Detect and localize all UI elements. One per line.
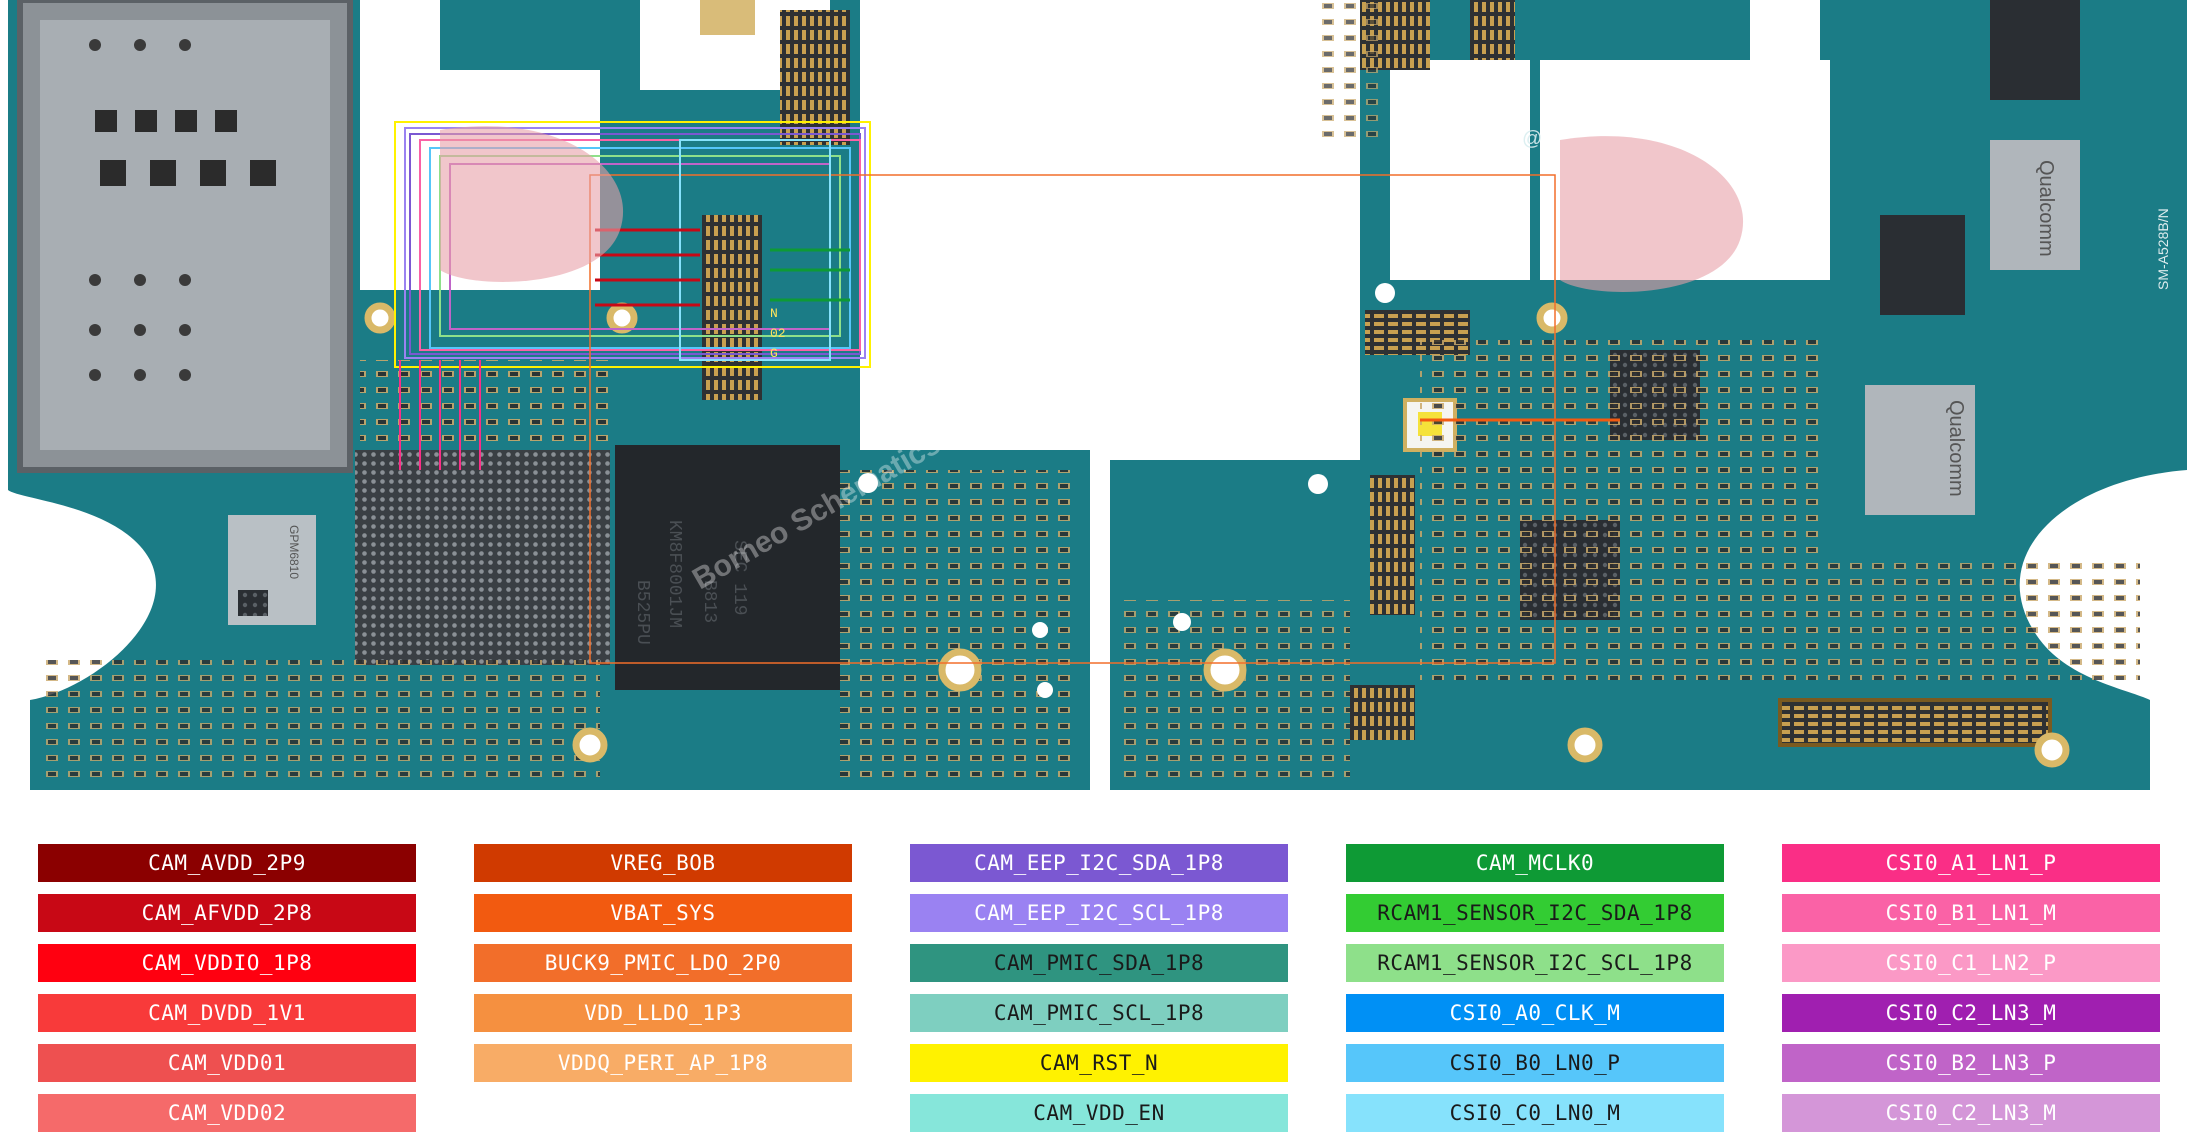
svg-text:Qualcomm: Qualcomm [2035, 160, 2057, 257]
legend-item-csi0-c0-ln0-m: CSI0_C0_LN0_M [1346, 1094, 1724, 1132]
board-marking-b: @ [1522, 128, 1542, 150]
svg-text:KM8F8001JM: KM8F8001JM [664, 520, 684, 628]
svg-text:Qualcomm: Qualcomm [1945, 400, 1967, 497]
legend-item-cam-dvdd-1v1: CAM_DVDD_1V1 [38, 994, 416, 1032]
legend-item-cam-vdd-en: CAM_VDD_EN [910, 1094, 1288, 1132]
svg-text:SEC 119: SEC 119 [729, 540, 749, 616]
legend-item-csi0-c2-ln3-m: CSI0_C2_LN3_M [1782, 994, 2160, 1032]
soc-bga [355, 450, 610, 665]
legend-item-vreg-bob: VREG_BOB [474, 844, 852, 882]
legend-item-csi0-c1-ln2-p: CSI0_C1_LN2_P [1782, 944, 2160, 982]
legend-item-cam-eep-i2c-scl-1p8: CAM_EEP_I2C_SCL_1P8 [910, 894, 1288, 932]
memory-variant-8-256: G [770, 346, 778, 361]
smd-area-right [1420, 340, 1820, 680]
svg-text:B813: B813 [699, 580, 719, 623]
legend-item-cam-vdd02: CAM_VDD02 [38, 1094, 416, 1132]
qualcomm-rf-chip-a [1990, 140, 2080, 270]
mounting-holes [364, 302, 2070, 768]
legend-item-cam-afvdd-2p8: CAM_AFVDD_2P8 [38, 894, 416, 932]
watermark-logo [440, 126, 1744, 292]
legend-item-vddq-peri-ap-1p8: VDDQ_PERI_AP_1P8 [474, 1044, 852, 1082]
svg-text:B525PU: B525PU [632, 580, 652, 645]
legend-item-vdd-lldo-1p3: VDD_LLDO_1P3 [474, 994, 852, 1032]
legend-item-cam-avdd-2p9: CAM_AVDD_2P9 [38, 844, 416, 882]
legend-item-csi0-a1-ln1-p: CSI0_A1_LN1_P [1782, 844, 2160, 882]
legend-item-csi0-a0-clk-m: CSI0_A0_CLK_M [1346, 994, 1724, 1032]
legend-item-rcam1-sensor-i2c-scl-1p8: RCAM1_SENSOR_I2C_SCL_1P8 [1346, 944, 1724, 982]
memory-chip [615, 445, 840, 690]
gps-module-marking: GPM6810 [287, 525, 301, 579]
legend-item-csi0-b1-ln1-m: CSI0_B1_LN1_M [1782, 894, 2160, 932]
camera-connector-top [780, 10, 850, 145]
legend-item-csi0-b0-ln0-p: CSI0_B0_LN0_P [1346, 1044, 1724, 1082]
legend-item-cam-vddio-1p8: CAM_VDDIO_1P8 [38, 944, 416, 982]
legend-item-buck9-pmic-ldo-2p0: BUCK9_PMIC_LDO_2P0 [474, 944, 852, 982]
pcb-board-illustration: SEC 119 B813 KM8F8001JM B525PU Qualcomm … [8, 0, 2187, 790]
memory-variant-6-128: 02 [770, 326, 786, 341]
legend-item-cam-pmic-scl-1p8: CAM_PMIC_SCL_1P8 [910, 994, 1288, 1032]
legend-item-cam-vdd01: CAM_VDD01 [38, 1044, 416, 1082]
lcd-connector [1778, 698, 2052, 747]
qualcomm-rf-chip-b [1865, 385, 1975, 515]
memory-variant-128: N [770, 306, 778, 321]
legend-item-cam-rst-n: CAM_RST_N [910, 1044, 1288, 1082]
legend-item-rcam1-sensor-i2c-sda-1p8: RCAM1_SENSOR_I2C_SDA_1P8 [1346, 894, 1724, 932]
legend-item-csi0-b2-ln3-p: CSI0_B2_LN3_P [1782, 1044, 2160, 1082]
camera-connector-main [702, 215, 762, 400]
legend-item-vbat-sys: VBAT_SYS [474, 894, 852, 932]
right-board-cutout-a [1390, 60, 1530, 280]
legend-item-cam-mclk0: CAM_MCLK0 [1346, 844, 1724, 882]
legend-item-csi0-c2-ln3-m: CSI0_C2_LN3_M [1782, 1094, 2160, 1132]
legend-item-cam-pmic-sda-1p8: CAM_PMIC_SDA_1P8 [910, 944, 1288, 982]
legend-item-cam-eep-i2c-sda-1p8: CAM_EEP_I2C_SDA_1P8 [910, 844, 1288, 882]
board-model-marking: SM-A528B/N [2155, 208, 2171, 290]
